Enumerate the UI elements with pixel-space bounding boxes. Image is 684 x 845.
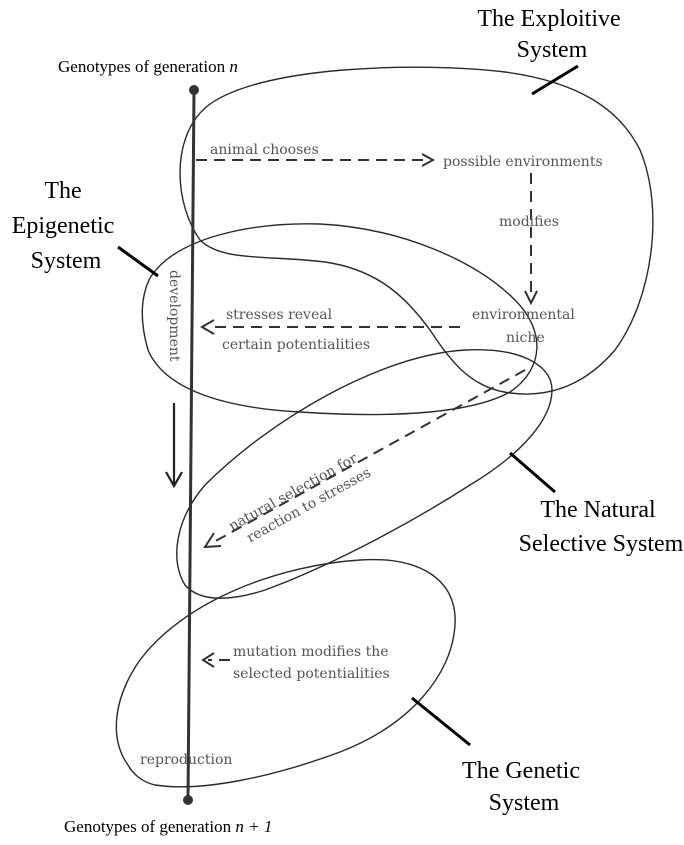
environmental-niche-text: environmental niche	[472, 307, 579, 346]
modifies-arrow-head	[524, 290, 538, 306]
mutation-text: mutation modifies the selected potential…	[233, 644, 393, 682]
genetic-system-label: The Genetic System	[462, 758, 586, 816]
animal-chooses-arrow-head	[421, 153, 436, 167]
development-arrow-head	[165, 471, 183, 489]
exploitive-system-loop	[179, 66, 654, 395]
reproduction-text: reproduction	[140, 752, 232, 768]
genotype-bottom-label: Genotypes of generation n + 1	[64, 817, 272, 836]
development-text: development	[166, 270, 182, 362]
mutation-arrow-head	[201, 652, 215, 668]
epigenetic-leader	[117, 245, 159, 278]
top-genotype-node	[189, 85, 199, 95]
genotype-top-label: Genotypes of generation n	[58, 57, 238, 76]
exploitive-system-label: The Exploitive System	[477, 6, 626, 63]
natural-selective-system-label: The Natural Selective System	[519, 497, 684, 557]
natural-selective-leader	[509, 451, 556, 494]
animal-chooses-text: animal chooses	[210, 142, 319, 158]
exploitive-leader	[531, 64, 579, 96]
genetic-system-loop	[115, 558, 456, 788]
epigenetic-system-label: The Epigenetic System	[12, 178, 121, 274]
modifies-text: modifies	[499, 214, 559, 230]
bottom-genotype-node	[183, 795, 193, 805]
natural-selective-system-loop	[176, 348, 553, 599]
epigenetic-system-loop	[141, 223, 538, 416]
stresses-reveal-arrow-head	[200, 319, 215, 335]
genotype-axis	[186, 89, 196, 801]
genetic-leader	[411, 696, 471, 747]
natural-selection-arrow	[211, 369, 526, 544]
stresses-reveal-text: stresses reveal certain potentialities	[222, 307, 370, 353]
natural-selection-arrow-head	[203, 532, 222, 549]
natural-selection-text: natural selection for reaction to stress…	[226, 448, 374, 551]
possible-environments-text: possible environments	[443, 154, 603, 170]
